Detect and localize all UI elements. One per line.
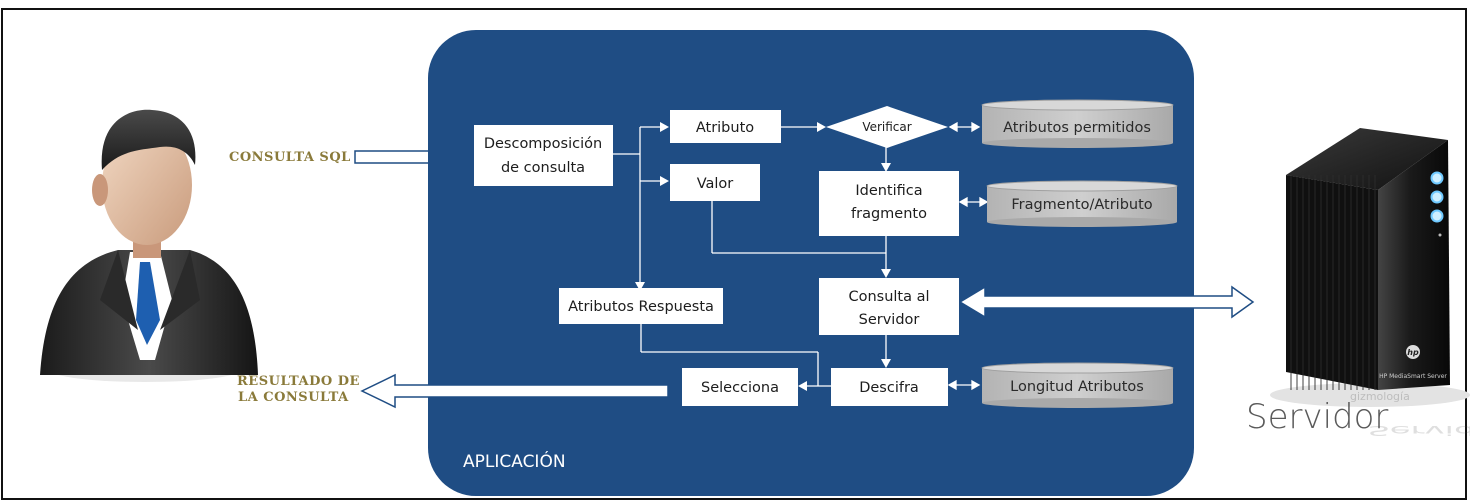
box-valor: Valor	[670, 164, 760, 201]
db-fragmento-atributo-label: Fragmento/Atributo	[1011, 197, 1152, 213]
consulta-line1: Consulta al	[848, 289, 929, 305]
box-descifra: Descifra	[831, 368, 948, 406]
identifica-line1: Identifica	[855, 183, 922, 199]
atributos-respuesta-label: Atributos Respuesta	[568, 299, 714, 315]
identifica-line2: fragmento	[851, 206, 927, 222]
descomposicion-line1: Descomposición	[484, 136, 602, 152]
box-descomposicion: Descomposición de consulta	[474, 125, 613, 186]
svg-text:hp: hp	[1407, 348, 1419, 357]
box-atributo: Atributo	[670, 110, 781, 143]
db-atributos-permitidos-label: Atributos permitidos	[1003, 120, 1151, 136]
connectors	[612, 126, 887, 387]
server-label: Servidor	[1246, 397, 1388, 437]
arrowheads	[635, 122, 891, 391]
consulta-sql-label: CONSULTA SQL	[229, 150, 351, 165]
result-arrow	[360, 373, 669, 409]
svg-text:Servidor: Servidor	[1368, 422, 1470, 438]
box-selecciona: Selecciona	[682, 368, 798, 406]
db-atributos-permitidos: Atributos permitidos	[981, 99, 1174, 148]
verificar-diamond: Verificar	[826, 106, 948, 148]
db-longitud-atributos: Longitud Atributos	[981, 362, 1174, 408]
verificar-label: Verificar	[862, 120, 911, 134]
server-link-arrow	[958, 285, 1255, 319]
atributo-label: Atributo	[696, 120, 754, 136]
box-identifica: Identifica fragmento	[819, 171, 959, 236]
server-icon: hp HP MediaSmart Server	[1270, 128, 1470, 407]
consulta-line2: Servidor	[859, 312, 920, 328]
server-reflection: Servidor	[1368, 422, 1470, 438]
descomposicion-line2: de consulta	[501, 160, 585, 176]
resultado-label-line2: LA CONSULTA	[238, 390, 349, 405]
valor-label: Valor	[697, 176, 734, 192]
user-icon	[40, 109, 258, 382]
box-consulta-servidor: Consulta al Servidor	[819, 278, 959, 335]
box-atributos-respuesta: Atributos Respuesta	[559, 288, 723, 324]
server-brand: HP MediaSmart Server	[1379, 373, 1447, 380]
resultado-label-line1: RESULTADO DE	[237, 374, 360, 389]
application-label: APLICACIÓN	[463, 450, 566, 472]
watermark: gizmología	[1350, 390, 1410, 403]
descifra-label: Descifra	[859, 380, 919, 396]
db-fragmento-atributo: Fragmento/Atributo	[986, 180, 1178, 227]
db-links	[947, 121, 989, 391]
db-longitud-atributos-label: Longitud Atributos	[1010, 379, 1144, 395]
selecciona-label: Selecciona	[701, 380, 779, 396]
